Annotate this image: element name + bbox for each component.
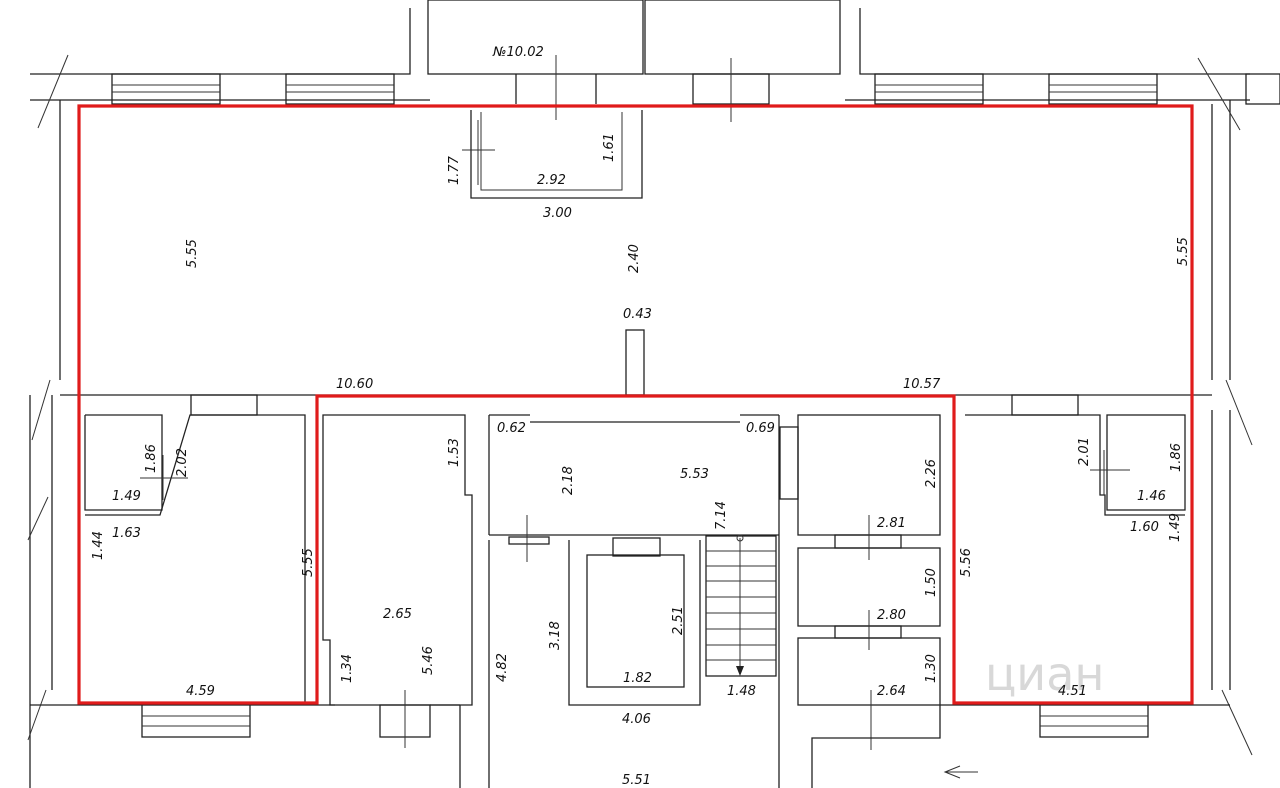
- dim-label: 2.65: [383, 607, 412, 622]
- dim-label: 2.51: [671, 606, 686, 635]
- room-265: [322, 414, 473, 788]
- dimension-labels: №10.02 5.55 2.40 5.55 0.43 10.60 10.57 1…: [91, 45, 1191, 788]
- dim-label: 5.46: [421, 646, 436, 675]
- dim-label: 1.82: [623, 671, 652, 686]
- dim-label: 3.00: [543, 206, 572, 221]
- top-exterior: [30, 0, 1250, 122]
- side-walls: [27, 54, 1280, 788]
- premises-outline: [77, 104, 1194, 705]
- dim-label: 1.60: [1130, 520, 1159, 535]
- watermark: циан: [985, 647, 1104, 701]
- dim-label: 5.55: [301, 548, 316, 577]
- dim-label: 2.18: [561, 466, 576, 495]
- dim-label: 2.81: [877, 516, 906, 531]
- dim-label: 0.69: [746, 421, 775, 436]
- dim-label: 1.49: [1168, 513, 1183, 542]
- dim-label: 5.53: [680, 467, 709, 482]
- dim-label: 1.48: [727, 684, 756, 699]
- dim-label: 1.50: [924, 568, 939, 597]
- middle-wall: [60, 329, 1212, 416]
- niche: [462, 110, 643, 199]
- dim-label: 1.86: [144, 444, 159, 473]
- dim-label: 3.18: [548, 621, 563, 650]
- dim-label: 2.01: [1077, 437, 1092, 466]
- dim-label: 4.59: [186, 684, 215, 699]
- dim-label: 2.40: [627, 244, 642, 273]
- dim-label: 1.34: [340, 654, 355, 683]
- dim-label: 1.49: [112, 489, 141, 504]
- dim-label: 1.63: [112, 526, 141, 541]
- dim-label: 2.80: [877, 608, 906, 623]
- dim-label: 1.53: [447, 438, 462, 467]
- dim-label: 2.92: [537, 173, 566, 188]
- dim-label: 5.55: [1176, 237, 1191, 266]
- left-rooms: [30, 414, 335, 738]
- dim-label: 5.51: [622, 773, 651, 788]
- dim-label: 1.44: [91, 531, 106, 560]
- dim-label: 5.56: [959, 548, 974, 577]
- dim-label: 0.43: [623, 307, 652, 322]
- dim-label: 1.61: [602, 133, 617, 162]
- dim-label: 4.51: [1058, 684, 1087, 699]
- dim-label: 10.57: [903, 377, 941, 392]
- dim-label: 2.26: [924, 459, 939, 488]
- dim-label: 0.62: [497, 421, 526, 436]
- stair-block: [488, 414, 799, 788]
- dim-label: 5.55: [185, 239, 200, 268]
- dim-label: 1.86: [1169, 443, 1184, 472]
- dim-label: 2.02: [175, 448, 190, 477]
- dim-label: 4.82: [495, 653, 510, 682]
- service-rooms: [797, 414, 978, 788]
- dim-label: 1.46: [1137, 489, 1166, 504]
- dim-label: 7.14: [714, 501, 729, 530]
- dim-label: 1.77: [447, 155, 462, 185]
- dim-label: 2.64: [877, 684, 906, 699]
- dim-label: 10.60: [336, 377, 373, 392]
- dim-label: 4.06: [622, 712, 651, 727]
- right-rooms: [940, 414, 1230, 738]
- dim-label: 1.30: [924, 654, 939, 683]
- unit-number: №10.02: [492, 45, 544, 60]
